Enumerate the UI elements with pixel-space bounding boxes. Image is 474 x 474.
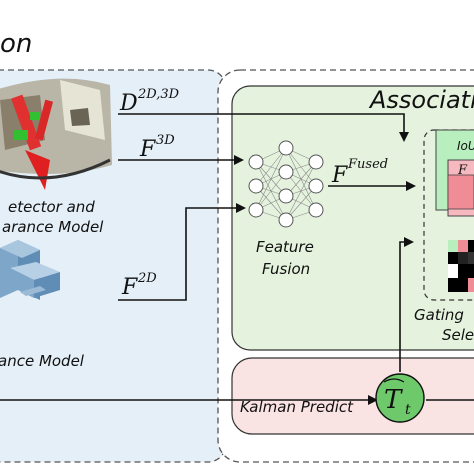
det-symbol: D: [119, 91, 138, 116]
detector-label-line1: etector and: [8, 198, 95, 216]
gating-box: [423, 129, 474, 301]
association-title: Associati: [368, 86, 474, 114]
kalman-panel: [231, 357, 474, 435]
fused-sup: Fused: [347, 157, 388, 172]
title-fragment: on: [0, 29, 32, 59]
detector-label-line2: arance Model: [2, 218, 104, 236]
f2d-sup: 2D: [137, 271, 157, 286]
det-sup: 2D,3D: [137, 87, 180, 102]
appearance-model-image: [0, 240, 60, 300]
f3d-sup: 3D: [156, 133, 175, 148]
kalman-node-sub: t: [405, 402, 411, 418]
f2d-arrow: [118, 203, 246, 301]
feature-matrix-highlight: [447, 174, 474, 210]
selection-grid: [448, 240, 474, 292]
kalman-label: Kalman Predict: [240, 398, 354, 416]
neural-network: [248, 140, 324, 228]
connections: [0, 113, 474, 405]
fusion-label-line2: Fusion: [262, 260, 310, 278]
hat-icon: [383, 378, 405, 383]
appearance-label: ance Model: [0, 352, 85, 370]
pointcloud-image: [0, 78, 112, 190]
kalman-node-symbol: T: [384, 385, 403, 415]
det-arrow: [118, 113, 409, 142]
association-panel: [231, 85, 474, 351]
iou-label: IoU: [457, 139, 474, 153]
fusion-label-line1: Feature: [256, 238, 314, 256]
f2d-symbol: F: [121, 275, 138, 300]
matrix-symbol: F: [457, 163, 468, 178]
gating-label-line2: Sele: [442, 326, 474, 344]
kalman-up-arrow: [399, 237, 414, 372]
gating-label-line1: Gating: [414, 306, 464, 324]
kalman-node: [375, 373, 425, 423]
f3d-symbol: F: [139, 137, 156, 162]
fused-symbol: F: [331, 163, 348, 188]
